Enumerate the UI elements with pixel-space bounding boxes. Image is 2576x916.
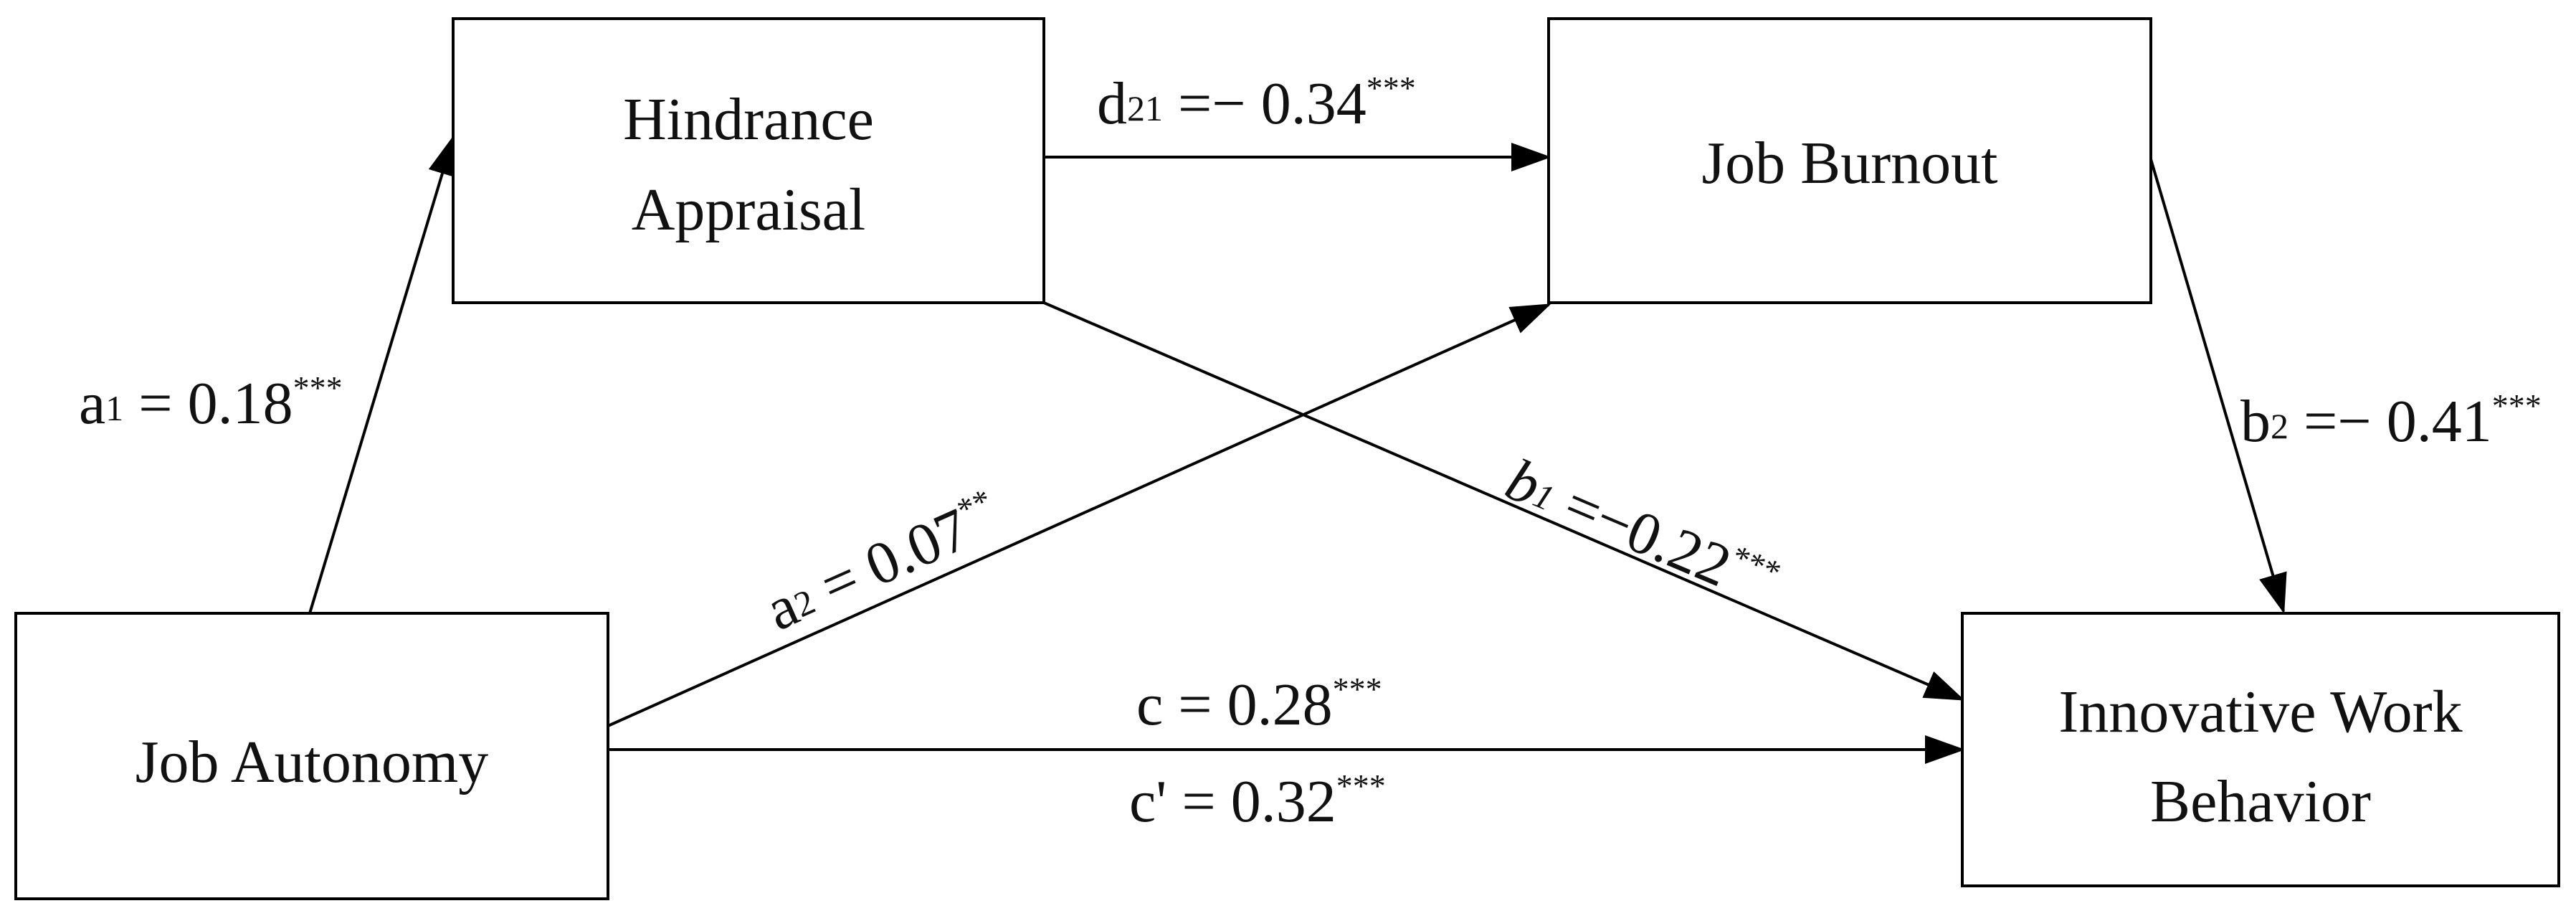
- label-a1: a1 = 0.18***: [79, 369, 343, 437]
- label-d21: d21 =− 0.34***: [1097, 70, 1416, 137]
- label-b2: b2 =− 0.41***: [2240, 387, 2542, 455]
- edge-b1-arrow: [1043, 301, 1965, 701]
- edge-a1-arrow: [308, 135, 457, 614]
- edge-a2-arrow: [607, 303, 1551, 727]
- node-job-burnout: Job Burnout: [1547, 17, 2152, 304]
- label-c: c = 0.28***: [1136, 671, 1382, 738]
- node-iwb-line2: Behavior: [2150, 768, 2371, 835]
- label-c-prime: c' = 0.32***: [1129, 768, 1386, 835]
- node-job-autonomy: Job Autonomy: [14, 612, 609, 900]
- edge-b2-arrow: [2149, 159, 2287, 614]
- node-hindrance-line1: Hindrance: [623, 86, 874, 153]
- node-autonomy-label: Job Autonomy: [136, 729, 488, 795]
- node-hindrance-line2: Appraisal: [632, 176, 866, 243]
- node-iwb-line1: Innovative Work: [2058, 679, 2462, 745]
- node-burnout-label: Job Burnout: [1701, 130, 1997, 197]
- node-hindrance-appraisal: Hindrance Appraisal: [452, 17, 1045, 304]
- label-b1: b1 =−0.22***: [1497, 445, 1787, 619]
- node-innovative-work-behavior: Innovative Work Behavior: [1961, 612, 2560, 887]
